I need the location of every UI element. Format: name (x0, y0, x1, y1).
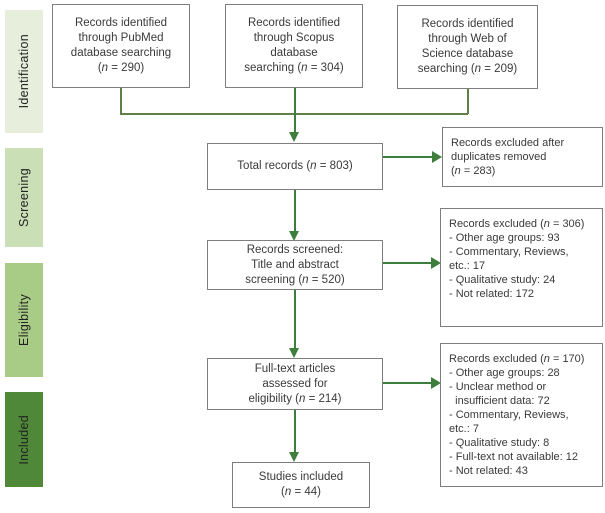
box-studies-included: Studies included (n = 44) (232, 462, 370, 508)
arrow-screened-to-fulltext-head (289, 348, 299, 358)
arrow-total-to-screened-head (289, 231, 299, 241)
box-line: Records identified (247, 17, 341, 29)
box-line: searching (n = 209) (417, 63, 518, 75)
arrow-fulltext-to-included-shaft (294, 410, 296, 453)
box-screening-excluded: Records excluded (n = 306) - Other age gr… (440, 208, 603, 327)
box-line: insufficient data: 72 (449, 395, 550, 407)
box-line: duplicates removed (451, 151, 547, 163)
box-line: Title and abstract (251, 258, 339, 271)
box-line: Records identified (74, 17, 168, 29)
box-line: Total records (n = 803) (237, 160, 353, 172)
box-line: - Other age groups: 93 (449, 232, 560, 244)
box-line: screening (n = 520) (245, 273, 345, 286)
box-line: Records excluded (n = 306) (449, 218, 585, 230)
box-line: Studies included (258, 471, 344, 483)
stage-band-identification: Identification (5, 10, 43, 133)
arrow-fulltext-to-included-head (289, 452, 299, 462)
stage-label-eligibility: Eligibility (17, 294, 31, 346)
box-line: database searching (70, 47, 172, 59)
arrow-total-to-duplicates-head (432, 151, 442, 163)
box-line: through Web of (428, 33, 507, 45)
box-line: Records excluded after (451, 137, 565, 149)
arrow-screened-to-fulltext-shaft (294, 290, 296, 349)
box-line: through Scopus (253, 32, 335, 44)
box-line: - Commentary, Reviews, (449, 409, 569, 421)
arrow-total-to-duplicates-shaft (383, 156, 434, 158)
box-line: - Commentary, Reviews, (449, 246, 569, 258)
arrow-screened-to-excluded-shaft (383, 262, 433, 264)
box-line: etc.: 7 (449, 423, 479, 435)
box-line: - Not related: 43 (449, 465, 528, 477)
box-web-of-science-records: Records identified through Web of Science … (397, 5, 538, 89)
box-line: searching (n = 304) (244, 62, 344, 74)
stage-band-eligibility: Eligibility (5, 263, 43, 377)
stage-label-included: Included (17, 414, 31, 465)
arrow-screened-to-excluded-head (431, 257, 441, 269)
box-line: - Full-text not available: 12 (449, 451, 579, 463)
stage-band-included: Included (5, 392, 43, 487)
box-line: through PubMed (78, 32, 164, 44)
box-line: (n = 283) (451, 165, 496, 177)
box-line: (n = 44) (281, 486, 321, 498)
box-line: - Unclear method or (449, 381, 547, 393)
box-line: Science database (421, 48, 514, 60)
box-fulltext-assessed: Full-text articles assessed for eligibilit… (207, 358, 383, 410)
connector-wos-down (467, 89, 469, 114)
box-duplicates-excluded: Records excluded after duplicates removed… (442, 127, 603, 187)
box-records-screened: Records screened: Title and abstract scree… (207, 240, 383, 290)
box-line: (n = 290) (97, 62, 145, 74)
box-pubmed-records: Records identified through PubMed database… (52, 4, 190, 88)
box-line: Full-text articles (254, 362, 336, 375)
arrow-merge-to-total-head (289, 132, 299, 142)
stage-band-screening: Screening (5, 148, 43, 247)
box-line: Records excluded (n = 170) (449, 353, 585, 365)
arrow-fulltext-to-excluded-shaft (383, 382, 433, 384)
arrow-total-to-screened-shaft (294, 190, 296, 233)
arrow-fulltext-to-excluded-head (431, 377, 441, 389)
box-line: Records identified (421, 18, 514, 30)
stage-label-screening: Screening (17, 168, 31, 227)
box-line: - Other age groups: 28 (449, 367, 560, 379)
box-line: database (270, 47, 318, 59)
box-scopus-records: Records identified through Scopus database… (225, 4, 363, 88)
box-line: etc.: 17 (449, 260, 486, 272)
arrow-merge-to-total-shaft (294, 88, 296, 134)
box-line: eligibility (n = 214) (248, 392, 342, 405)
box-line: assessed for (262, 377, 328, 390)
stage-label-identification: Identification (17, 34, 31, 109)
box-fulltext-excluded: Records excluded (n = 170) - Other age gr… (440, 343, 603, 487)
box-line: - Qualitative study: 8 (449, 437, 550, 449)
box-line: - Qualitative study: 24 (449, 274, 556, 286)
box-line: - Not related: 172 (449, 288, 534, 300)
box-line: Records screened: (246, 243, 344, 256)
connector-pubmed-down (120, 88, 122, 114)
box-total-records: Total records (n = 803) (207, 143, 383, 190)
